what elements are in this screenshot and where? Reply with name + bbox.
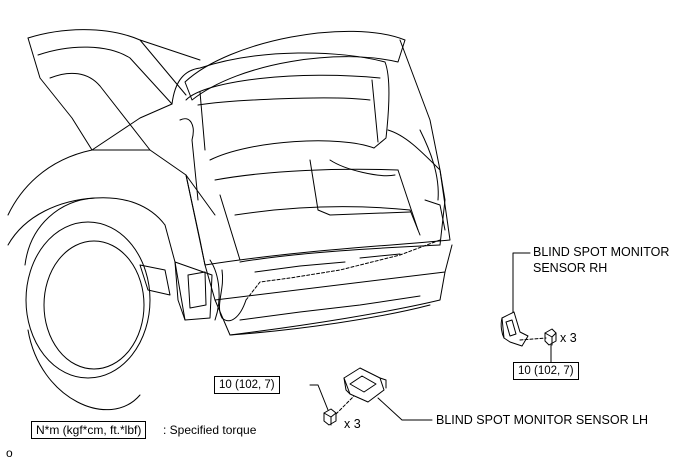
rear-wheel [26, 222, 150, 410]
sensor-lh-label: BLIND SPOT MONITOR SENSOR LH [436, 413, 649, 427]
install-line-lh [336, 396, 354, 414]
leader-rh [513, 253, 530, 312]
trunk-opening [186, 130, 450, 265]
illustration-code: o [6, 446, 13, 460]
nut-rh [545, 329, 556, 345]
quantity-lh: x 3 [344, 417, 361, 431]
roof-outline [28, 30, 200, 150]
wire-harness [219, 240, 440, 321]
legend-unit-box: N*m (kgf*cm, ft.*lbf) [31, 421, 147, 439]
legend-description: : Specified torque [163, 423, 257, 437]
torque-box-rh: 10 (102, 7) [513, 362, 579, 380]
sensor-rh-label-line2: SENSOR RH [533, 261, 608, 275]
rear-bumper [205, 245, 452, 335]
tail-light-left [140, 260, 219, 320]
leader-lh [378, 398, 432, 420]
leader-lh-torque [310, 385, 328, 410]
trunk-lid [172, 31, 405, 200]
install-line-rh [520, 338, 546, 340]
torque-box-lh: 10 (102, 7) [214, 376, 280, 394]
sensor-rh-part [501, 312, 528, 346]
nut-lh [324, 409, 336, 425]
tail-light-right [400, 40, 445, 245]
body-side [8, 150, 215, 320]
sensor-rh-label-line1: BLIND SPOT MONITOR [533, 245, 670, 259]
quantity-rh: x 3 [560, 331, 577, 345]
sensor-lh-part [344, 368, 386, 402]
